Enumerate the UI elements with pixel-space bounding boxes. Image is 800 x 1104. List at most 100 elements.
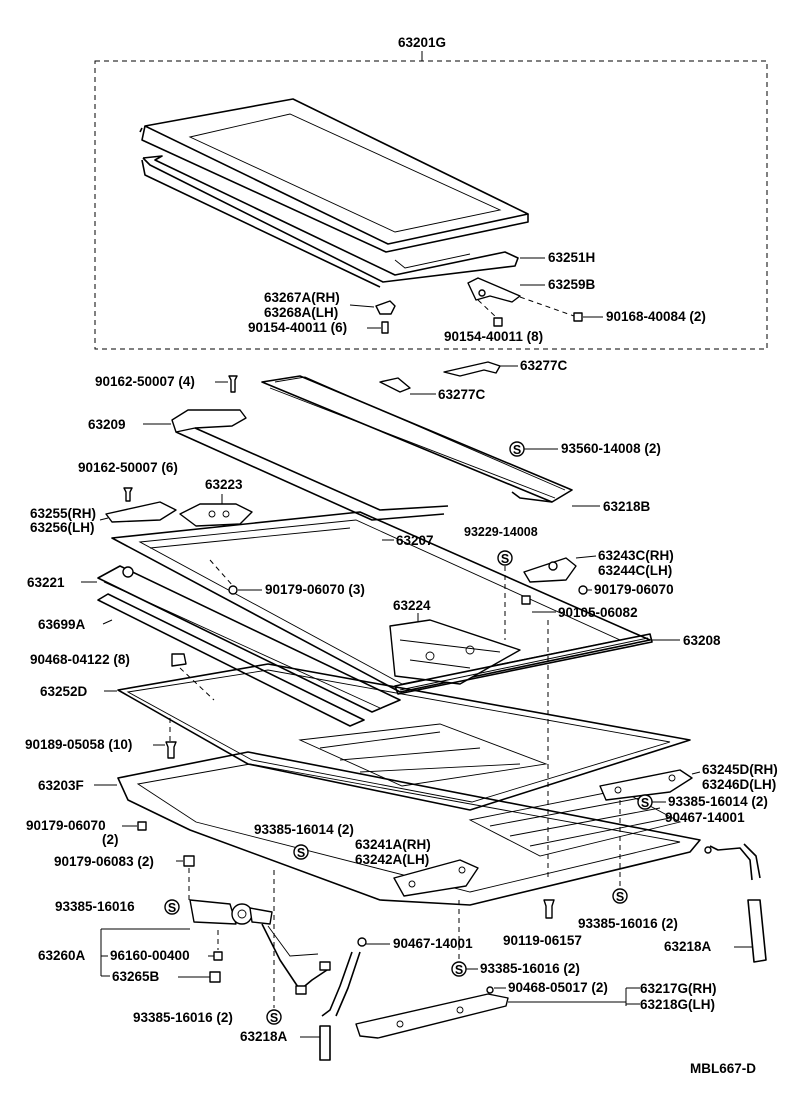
- screw-90168-40084: [519, 296, 583, 322]
- svg-text:S: S: [501, 552, 509, 566]
- diagram-id: MBL667-D: [690, 1061, 756, 1076]
- label-63243C: 63243C(RH): [598, 548, 674, 563]
- glass-panel: [139, 98, 529, 253]
- label-93385-16014-right: 93385-16014 (2): [668, 794, 768, 809]
- label-63267A: 63267A(RH): [264, 290, 340, 305]
- rail-63208: [394, 633, 653, 695]
- label-63242A: 63242A(LH): [355, 852, 429, 867]
- label-90105-06082: 90105-06082: [558, 605, 638, 620]
- label-90154-40011-6: 90154-40011 (6): [248, 320, 347, 335]
- label-63245D: 63245D(RH): [702, 762, 778, 777]
- screw-90179-06070-right: [578, 585, 588, 595]
- label-90179-06070-right: 90179-06070: [594, 582, 674, 597]
- label-63255: 63255(RH): [30, 506, 96, 521]
- clip-90467-14001-bottom: [357, 937, 367, 947]
- label-63209: 63209: [88, 417, 126, 432]
- screw-90105-06082: [521, 595, 531, 605]
- rail-63209: [171, 409, 449, 521]
- svg-text:S: S: [641, 796, 649, 810]
- label-63221: 63221: [27, 575, 65, 590]
- seal-63221: [97, 565, 401, 713]
- label-63259B: 63259B: [548, 277, 596, 292]
- label-63277C-a: 63277C: [520, 358, 568, 373]
- label-63277C-b: 63277C: [438, 387, 486, 402]
- label-63268A: 63268A(LH): [264, 305, 338, 320]
- label-63218A-bottom: 63218A: [240, 1029, 288, 1044]
- bolt-90119-06157: [543, 899, 555, 919]
- clip-63277C-lower: [379, 377, 411, 393]
- drain-hose-63218A-right: [704, 843, 767, 963]
- label-63265B: 63265B: [112, 969, 160, 984]
- svg-text:S: S: [297, 846, 305, 860]
- clip-63277C-upper: [443, 361, 501, 377]
- housing-63203F: [117, 723, 701, 906]
- label-90154-40011-8: 90154-40011 (8): [444, 329, 543, 344]
- svg-text:S: S: [616, 890, 624, 904]
- screw-90179-06070-3: [209, 559, 238, 595]
- label-90119-06157: 90119-06157: [503, 933, 582, 948]
- bracket-63243C: [523, 557, 577, 583]
- weatherstrip-63251H: [141, 155, 519, 288]
- label-93385-16016-bottom: 93385-16016 (2): [480, 961, 580, 976]
- label-63218A-right: 63218A: [664, 939, 712, 954]
- bolt-90189-05058: [165, 718, 177, 759]
- bracket-63223: [179, 503, 253, 527]
- label-63218B: 63218B: [603, 499, 651, 514]
- label-63260A: 63260A: [38, 948, 86, 963]
- label-63223: 63223: [205, 477, 243, 492]
- label-63218G: 63218G(LH): [640, 997, 715, 1012]
- wire-harness: [261, 923, 331, 995]
- label-93385-16016-bottom-left: 93385-16016 (2): [133, 1010, 233, 1025]
- label-90179-06083: 90179-06083 (2): [54, 854, 154, 869]
- label-90467-14001-right: 90467-14001: [665, 810, 745, 825]
- s-symbol-93385-16016-bottom: S: [451, 961, 467, 977]
- assembly-dashed-box: [94, 60, 768, 350]
- label-90468-05017: 90468-05017 (2): [508, 980, 608, 995]
- screw-96160-00400: [213, 951, 223, 961]
- label-90468-04122: 90468-04122 (8): [30, 652, 130, 667]
- weatherstrip-63252D: [117, 663, 691, 811]
- bracket-63259B: [467, 277, 521, 303]
- label-63217G: 63217G(RH): [640, 981, 717, 996]
- s-symbol-93385-16016-left: S: [164, 899, 180, 915]
- s-symbol-93385-16014-center: S: [293, 844, 309, 860]
- s-symbol-93229: S: [497, 550, 513, 566]
- svg-text:S: S: [168, 901, 176, 915]
- svg-text:S: S: [270, 1011, 278, 1025]
- label-63246D: 63246D(LH): [702, 777, 776, 792]
- label-63251H: 63251H: [548, 250, 595, 265]
- label-90179-06070-3: 90179-06070 (3): [265, 582, 365, 597]
- seal-63699A: [97, 593, 365, 727]
- frame-63207: [111, 511, 651, 693]
- screw-90154-40011: [477, 299, 503, 327]
- screw-90162-50007-6: [123, 487, 133, 502]
- s-symbol-93560: S: [509, 441, 525, 457]
- s-symbol-93385-16016-right: S: [612, 888, 628, 904]
- motor-63260A: [189, 899, 273, 925]
- label-90467-14001-bottom: 90467-14001: [393, 936, 473, 951]
- label-63699A: 63699A: [38, 617, 86, 632]
- bracket-63241A: [393, 859, 479, 897]
- svg-text:S: S: [455, 963, 463, 977]
- label-96160-00400: 96160-00400: [110, 948, 190, 963]
- label-90179-06070-2-qty: (2): [102, 832, 119, 847]
- label-90189-05058: 90189-05058 (10): [25, 737, 132, 752]
- plate-63255: [105, 501, 177, 523]
- glass-assembly-group: 63201G 63251H 63259B 63267A(RH): [94, 35, 768, 350]
- label-93385-16014-center: 93385-16014 (2): [254, 822, 354, 837]
- bracket-63217G: [355, 986, 509, 1039]
- label-93560-14008: 93560-14008 (2): [561, 441, 661, 456]
- bracket-63245D: [599, 769, 693, 801]
- label-90179-06070-2: 90179-06070: [26, 818, 106, 833]
- label-90168-40084: 90168-40084 (2): [606, 309, 706, 324]
- label-90162-50007-4: 90162-50007 (4): [95, 374, 195, 389]
- label-63203F: 63203F: [38, 778, 84, 793]
- s-symbol-93385-16014-right: S: [637, 794, 653, 810]
- label-93385-16016-right: 93385-16016 (2): [578, 916, 678, 931]
- label-93385-16016-left: 93385-16016: [55, 899, 135, 914]
- label-63224: 63224: [393, 598, 431, 613]
- label-63207: 63207: [396, 533, 434, 548]
- label-63241A: 63241A(RH): [355, 837, 431, 852]
- svg-text:S: S: [513, 443, 521, 457]
